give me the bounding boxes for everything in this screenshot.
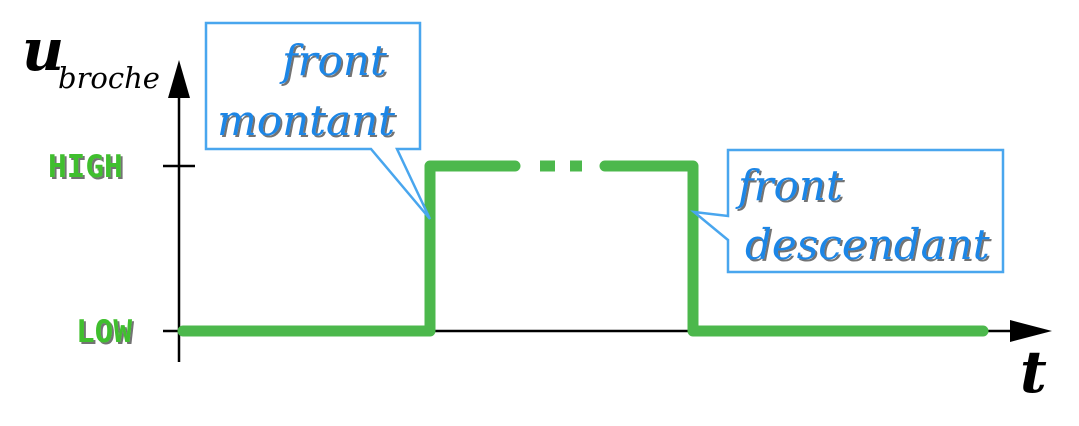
low-level-label: LOW: [76, 314, 132, 350]
x-axis-symbol: t: [1020, 338, 1047, 406]
high-level-label: HIGH: [48, 149, 123, 185]
signal-low-start: [177, 160, 521, 337]
callout-falling-box: [689, 148, 1005, 274]
callout-rising-line2: montant: [217, 96, 395, 145]
callout-front-descendant: front descendant: [689, 148, 1005, 274]
callout-falling-line1: front: [735, 161, 843, 210]
callout-falling-line2: descendant: [745, 220, 990, 269]
x-axis-arrow-icon: [1010, 320, 1052, 342]
signal-high-end-falling: [599, 160, 989, 337]
signal-waveform: [177, 160, 989, 337]
callout-front-montant: front montant: [204, 21, 432, 220]
y-axis-arrow-icon: [168, 60, 190, 98]
y-axis-subscript: broche: [58, 61, 160, 95]
callout-rising-box: [204, 21, 432, 220]
y-axis-symbol: u: [22, 16, 64, 84]
callout-rising-line1: front: [279, 36, 387, 85]
